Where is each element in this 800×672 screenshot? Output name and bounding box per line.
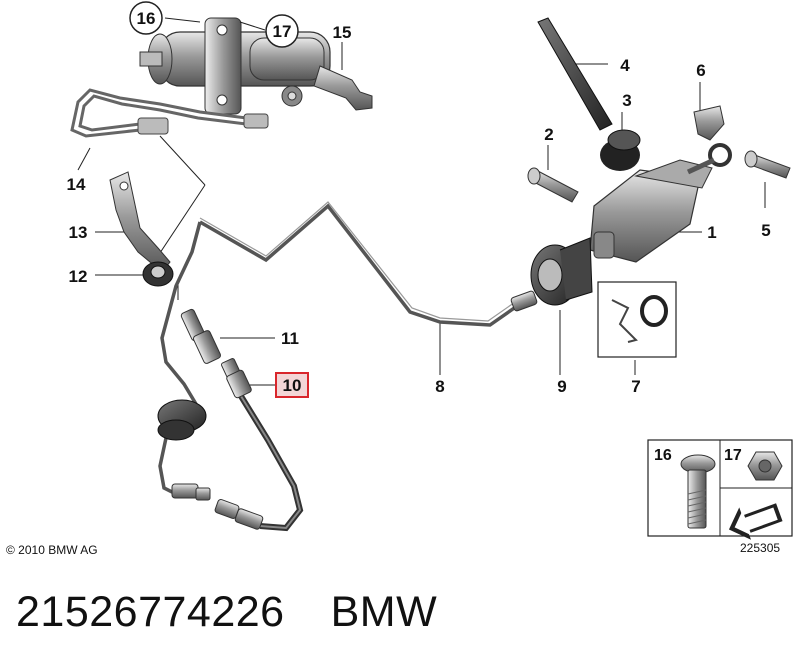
callout-6: 6 [696, 61, 705, 80]
arrow-icon [728, 503, 783, 540]
callout-16: 16 [129, 1, 163, 35]
seal-9 [530, 237, 593, 306]
callout-5: 5 [761, 221, 770, 240]
diagram-number: 225305 [740, 541, 780, 555]
callout-12: 12 [69, 267, 88, 286]
repair-kit-7 [597, 281, 677, 358]
callout-17-label: 17 [273, 22, 292, 41]
grommet-12 [142, 261, 174, 287]
clip-6 [693, 105, 725, 141]
brand-name: BMW [330, 588, 438, 636]
callout-16-label: 16 [137, 9, 156, 28]
bracket-13 [109, 171, 171, 273]
part-caption: 21526774226 BMW [16, 588, 786, 648]
hose-10 [233, 386, 304, 532]
callout-3: 3 [622, 91, 631, 110]
callout-1: 1 [707, 223, 716, 242]
callout-9: 9 [557, 377, 566, 396]
pin-2 [527, 167, 579, 203]
pipe-8-outline [199, 201, 519, 322]
rubber-boot [157, 399, 207, 441]
legend-nut-label: 17 [724, 447, 742, 464]
pin-5 [744, 150, 791, 179]
bolt-icon [680, 454, 716, 529]
nut-icon [747, 451, 783, 481]
copyright-text: © 2010 BMW AG [6, 543, 98, 557]
legend-bolt-label: 16 [654, 447, 672, 464]
callout-2: 2 [544, 125, 553, 144]
master-cylinder-1 [589, 143, 732, 263]
callout-4: 4 [620, 56, 630, 75]
callout-8: 8 [435, 377, 444, 396]
pushrod-4 [537, 17, 613, 131]
callout-13: 13 [69, 223, 88, 242]
part-number: 21526774226 [16, 588, 285, 636]
callout-10: 10 [283, 376, 302, 395]
callout-11: 11 [281, 329, 299, 348]
callout-7: 7 [631, 377, 640, 396]
fastener-legend: 16 17 [647, 439, 793, 540]
callout-10-highlight: 10 [275, 372, 309, 398]
fittings [171, 290, 538, 530]
pipe-8 [158, 203, 522, 498]
callout-17: 17 [265, 14, 299, 48]
callout-14: 14 [67, 175, 86, 194]
callout-15: 15 [333, 23, 352, 42]
boot-3 [600, 129, 641, 171]
pipe-14 [70, 88, 269, 138]
